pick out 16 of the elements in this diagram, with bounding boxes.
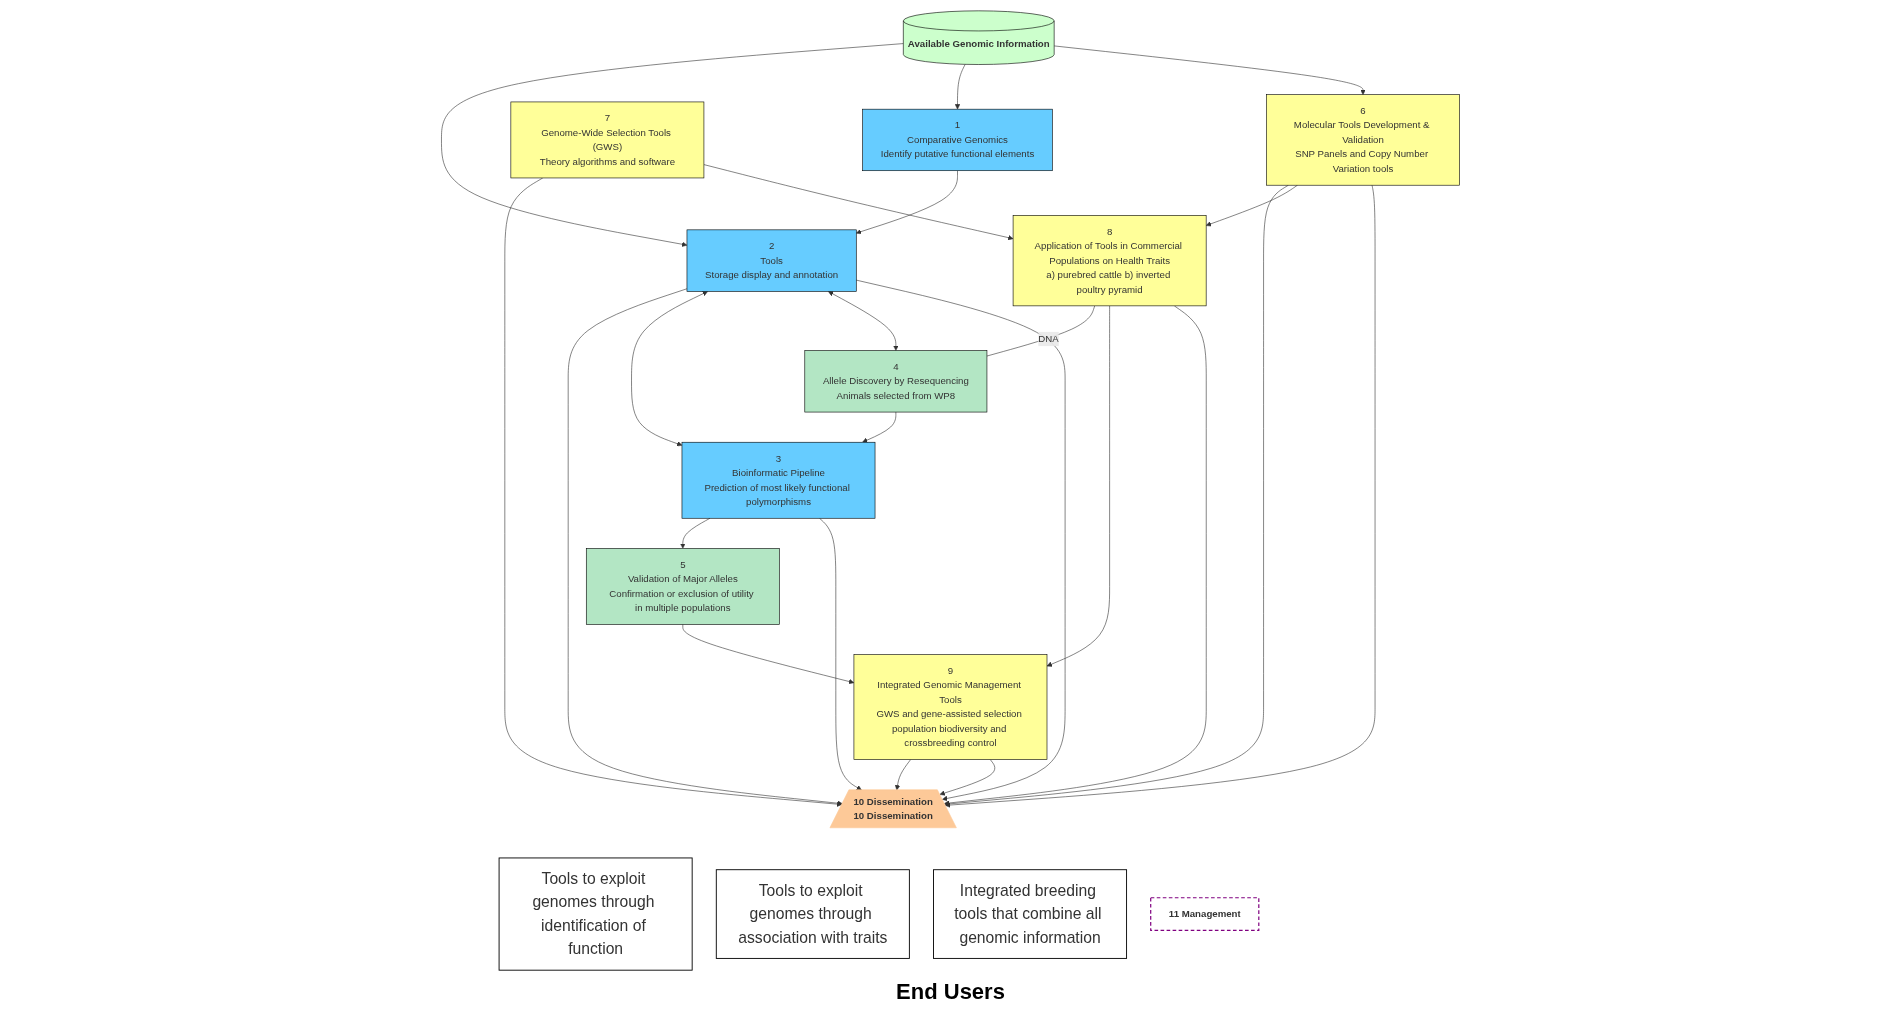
node-box: 7 Genome-Wide Selection Tools (GWS) Theory algorithms and software	[510, 101, 705, 179]
node-box: 2 Tools Storage display and annotation	[686, 229, 857, 292]
node-box: Tools to exploit genomes through association with traits	[715, 869, 910, 959]
node-box: 6 Molecular Tools Development & Validation SNP Panels and Copy Number Variation tools	[1266, 94, 1460, 186]
node-box: 9 Integrated Genomic Management Tools GWS and gene-assisted selection population biodiversity and crossbreeding control	[853, 654, 1048, 760]
node-box: 11 Management	[1150, 897, 1260, 931]
node-box: 1 Comparative Genomics Identify putative functional elements	[862, 108, 1053, 171]
end-users-text: End Users	[896, 979, 1005, 1005]
node-box: Tools to exploit genomes through identification of function	[498, 857, 693, 971]
node-box: Integrated breeding tools that combine all genomic information	[933, 869, 1128, 959]
connector	[986, 305, 1095, 357]
node-box: 5 Validation of Major Alleles Confirmation or exclusion of utility in multiple populations	[586, 548, 780, 625]
node-box: 4 Allele Discovery by Resequencing Animals selected from WP8	[804, 350, 988, 413]
node-box: 3 Bioinformatic Pipeline Prediction of most likely functional polymorphisms	[681, 441, 876, 519]
node-box: 8 Application of Tools in Commercial Populations on Health Traits a) purebred cattle b) inverted poultry pyramid	[1012, 215, 1207, 307]
edge-label: DNA	[1038, 333, 1059, 344]
